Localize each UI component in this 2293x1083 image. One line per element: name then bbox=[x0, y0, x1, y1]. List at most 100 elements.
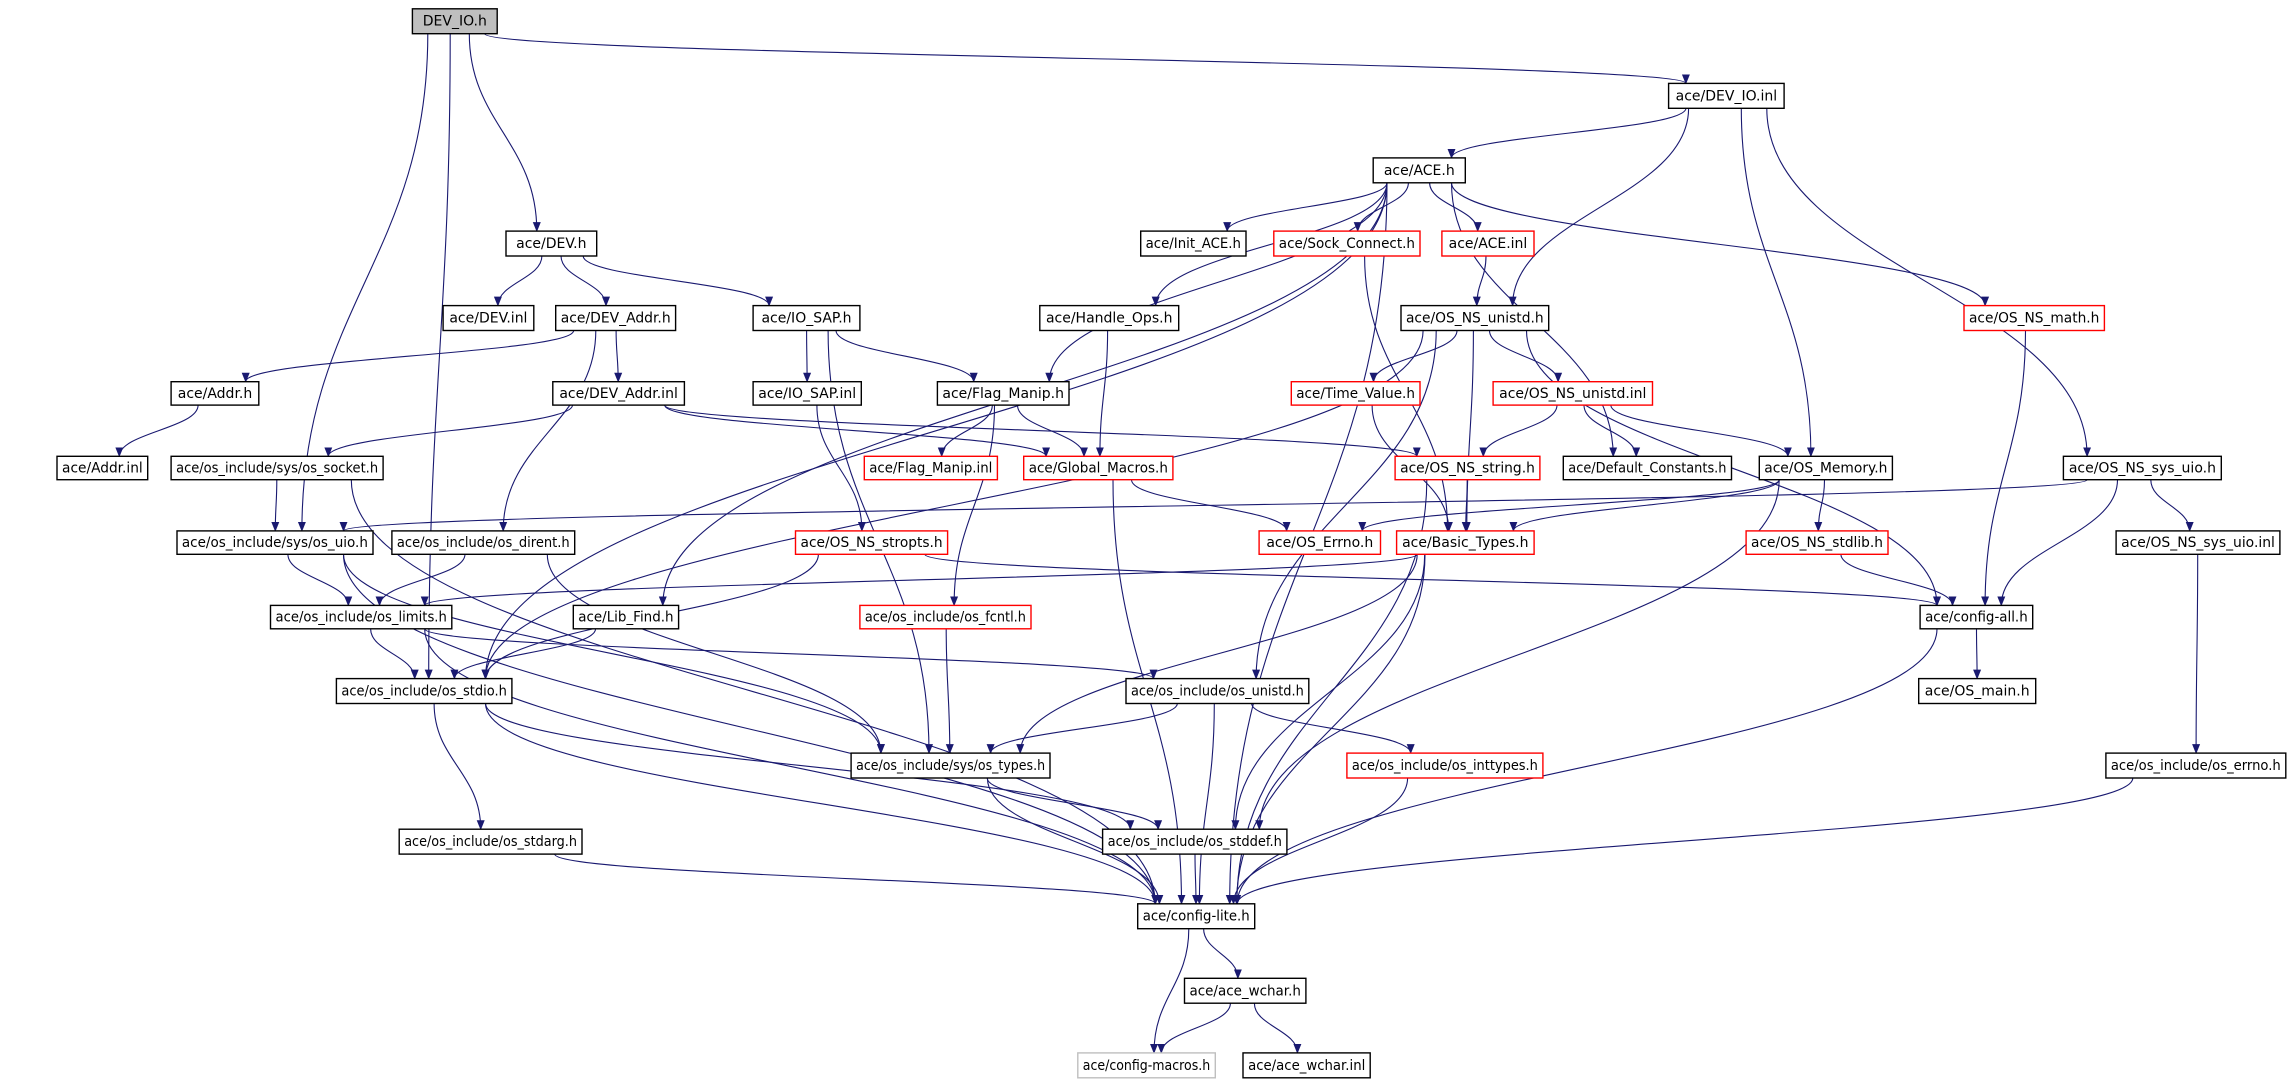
node-lib-find-h[interactable]: ace/Lib_Find.h bbox=[572, 604, 680, 630]
edge-dev_h-to-io_sap_h bbox=[582, 255, 774, 307]
node-label: ace/DEV_IO.inl bbox=[1676, 88, 1778, 104]
node-os-types-h[interactable]: ace/os_include/sys/os_types.h bbox=[850, 752, 1051, 779]
node-os-ns-math-h[interactable]: ace/OS_NS_math.h bbox=[1963, 304, 2106, 332]
edge-dev_io_h-to-os_uio_h bbox=[297, 33, 429, 532]
node-os-main-h[interactable]: ace/OS_main.h bbox=[1917, 677, 2037, 705]
node-label: ace/IO_SAP.h bbox=[761, 311, 851, 327]
node-os-stdarg-h[interactable]: ace/os_include/os_stdarg.h bbox=[398, 828, 583, 855]
node-os-socket-h[interactable]: ace/os_include/sys/os_socket.h bbox=[170, 455, 384, 481]
node-box bbox=[1125, 677, 1310, 705]
node-io-sap-h[interactable]: ace/IO_SAP.h bbox=[752, 304, 861, 332]
node-os-ns-unistd-inl[interactable]: ace/OS_NS_unistd.inl bbox=[1492, 381, 1654, 406]
edge-os_types_h-to-config_lite_h bbox=[986, 777, 1164, 905]
node-os-stddef-h[interactable]: ace/os_include/os_stddef.h bbox=[1101, 828, 1288, 855]
node-box bbox=[1394, 455, 1541, 481]
node-addr-inl[interactable]: ace/Addr.inl bbox=[56, 455, 149, 481]
edge-os_stdio_h-to-os_stdarg_h bbox=[433, 703, 485, 831]
node-box bbox=[572, 604, 680, 630]
node-config-all-h[interactable]: ace/config-all.h bbox=[1919, 604, 2034, 630]
node-os-ns-stropts-h[interactable]: ace/OS_NS_stropts.h bbox=[794, 530, 949, 556]
node-dev-addr-inl[interactable]: ace/DEV_Addr.inl bbox=[552, 381, 686, 406]
node-label: ace/Default_Constants.h bbox=[1568, 461, 1726, 477]
node-label: ace/OS_NS_sys_uio.inl bbox=[2121, 535, 2275, 551]
node-box bbox=[1139, 230, 1247, 257]
node-label: ace/OS_NS_unistd.h bbox=[1406, 311, 1544, 327]
node-label: ace/Init_ACE.h bbox=[1146, 236, 1241, 252]
node-addr-h[interactable]: ace/Addr.h bbox=[170, 381, 260, 406]
node-os-ns-string-h[interactable]: ace/OS_NS_string.h bbox=[1394, 455, 1541, 481]
edge-os_ns_string_h-to-basic_types_h bbox=[1461, 479, 1470, 532]
node-label: ace/os_include/os_fcntl.h bbox=[865, 610, 1026, 626]
node-sock-connect-h[interactable]: ace/Sock_Connect.h bbox=[1273, 230, 1421, 257]
node-os-uio-h[interactable]: ace/os_include/sys/os_uio.h bbox=[176, 530, 374, 556]
node-handle-ops-h[interactable]: ace/Handle_Ops.h bbox=[1039, 304, 1180, 332]
edge-os_errno_h-to-config_lite_h bbox=[1233, 777, 2134, 905]
edge-handle_ops_h-to-global_macros_h bbox=[1095, 330, 1109, 458]
node-ace-inl[interactable]: ace/ACE.inl bbox=[1441, 230, 1535, 257]
node-os-fcntl-h[interactable]: ace/os_include/os_fcntl.h bbox=[859, 604, 1032, 630]
node-box bbox=[2115, 530, 2281, 556]
node-dev-io-h[interactable]: DEV_IO.h bbox=[411, 8, 498, 35]
node-flag-manip-h[interactable]: ace/Flag_Manip.h bbox=[936, 381, 1070, 406]
node-box bbox=[411, 8, 498, 35]
node-label: ace/os_include/os_stdarg.h bbox=[404, 834, 577, 850]
node-os-errno-ace-h[interactable]: ace/OS_Errno.h bbox=[1258, 530, 1382, 556]
node-os-inttypes-h[interactable]: ace/os_include/os_inttypes.h bbox=[1346, 752, 1544, 779]
node-basic-types-h[interactable]: ace/Basic_Types.h bbox=[1395, 530, 1535, 556]
edge-os_ns_stdlib_h-to-config_all_h bbox=[1840, 554, 1957, 607]
node-dev-io-inl[interactable]: ace/DEV_IO.inl bbox=[1667, 82, 1785, 110]
node-os-ns-sys-uio-h[interactable]: ace/OS_NS_sys_uio.h bbox=[2062, 455, 2222, 481]
edge-config_lite_h-to-config_macros_h bbox=[1150, 928, 1190, 1054]
edge-os_unistd_h-to-os_inttypes_h bbox=[1251, 703, 1415, 755]
edge-flag_manip_h-to-os_fcntl_h bbox=[950, 405, 996, 607]
node-os-unistd-h[interactable]: ace/os_include/os_unistd.h bbox=[1125, 677, 1310, 705]
node-box bbox=[850, 752, 1051, 779]
node-os-ns-stdlib-h[interactable]: ace/OS_NS_stdlib.h bbox=[1745, 530, 1889, 556]
node-box bbox=[56, 455, 149, 481]
node-label: ace/OS_NS_math.h bbox=[1969, 311, 2099, 327]
node-os-ns-sys-uio-inl[interactable]: ace/OS_NS_sys_uio.inl bbox=[2115, 530, 2281, 556]
node-box bbox=[1492, 381, 1654, 406]
edge-os_dirent_h-to-os_limits_h bbox=[375, 554, 466, 607]
edge-os_socket_h-to-os_uio_h bbox=[271, 479, 280, 532]
node-config-lite-h[interactable]: ace/config-lite.h bbox=[1136, 903, 1256, 930]
node-box bbox=[505, 230, 598, 257]
node-os-dirent-h[interactable]: ace/os_include/os_dirent.h bbox=[391, 530, 576, 556]
node-ace-wchar-inl[interactable]: ace/ace_wchar.inl bbox=[1242, 1052, 1371, 1079]
edge-io_sap_inl-to-os_ns_stropts_h bbox=[816, 405, 866, 532]
node-label: ace/Handle_Ops.h bbox=[1046, 311, 1173, 327]
node-os-ns-unistd-h[interactable]: ace/OS_NS_unistd.h bbox=[1400, 304, 1550, 332]
edge-flag_manip_h-to-global_macros_h bbox=[1016, 405, 1088, 458]
node-ace-h[interactable]: ace/ACE.h bbox=[1372, 157, 1466, 184]
node-config-macros-h[interactable]: ace/config-macros.h bbox=[1077, 1052, 1217, 1079]
node-label: ace/config-lite.h bbox=[1143, 909, 1250, 925]
node-dev-inl[interactable]: ace/DEV.inl bbox=[442, 304, 535, 332]
node-label: ace/os_include/os_dirent.h bbox=[397, 535, 570, 551]
node-os-limits-h[interactable]: ace/os_include/os_limits.h bbox=[269, 604, 453, 630]
edge-ace_h-to-handle_ops_h bbox=[1151, 182, 1388, 307]
edge-os_uio_h-to-os_limits_h bbox=[287, 554, 353, 607]
edge-dev_io_h-to-dev_io_inl bbox=[483, 33, 1690, 85]
node-box bbox=[335, 677, 513, 705]
edge-io_sap_h-to-flag_manip_h bbox=[835, 330, 978, 383]
node-global-macros-h[interactable]: ace/Global_Macros.h bbox=[1023, 455, 1174, 481]
node-init-ace-h[interactable]: ace/Init_ACE.h bbox=[1139, 230, 1247, 257]
node-dev-addr-h[interactable]: ace/DEV_Addr.h bbox=[555, 304, 677, 332]
node-io-sap-inl[interactable]: ace/IO_SAP.inl bbox=[752, 381, 862, 406]
node-ace-wchar-h[interactable]: ace/ace_wchar.h bbox=[1183, 977, 1307, 1004]
node-box bbox=[555, 304, 677, 332]
node-dev-h[interactable]: ace/DEV.h bbox=[505, 230, 598, 257]
node-default-constants-h[interactable]: ace/Default_Constants.h bbox=[1562, 455, 1733, 481]
node-box bbox=[552, 381, 686, 406]
node-label: ace/OS_NS_unistd.inl bbox=[1499, 386, 1646, 402]
node-label: ace/ace_wchar.h bbox=[1190, 983, 1301, 999]
node-os-errno-h[interactable]: ace/os_include/os_errno.h bbox=[2105, 752, 2287, 779]
node-os-memory-h[interactable]: ace/OS_Memory.h bbox=[1758, 455, 1894, 481]
node-box bbox=[1077, 1052, 1217, 1079]
node-time-value-h[interactable]: ace/Time_Value.h bbox=[1290, 381, 1421, 406]
edge-io_sap_h-to-io_sap_inl bbox=[803, 330, 812, 383]
node-flag-manip-inl[interactable]: ace/Flag_Manip.inl bbox=[863, 455, 999, 481]
edge-basic_types_h-to-os_types_h bbox=[1016, 554, 1418, 755]
node-label: ace/Sock_Connect.h bbox=[1279, 236, 1415, 252]
node-os-stdio-h[interactable]: ace/os_include/os_stdio.h bbox=[335, 677, 513, 705]
